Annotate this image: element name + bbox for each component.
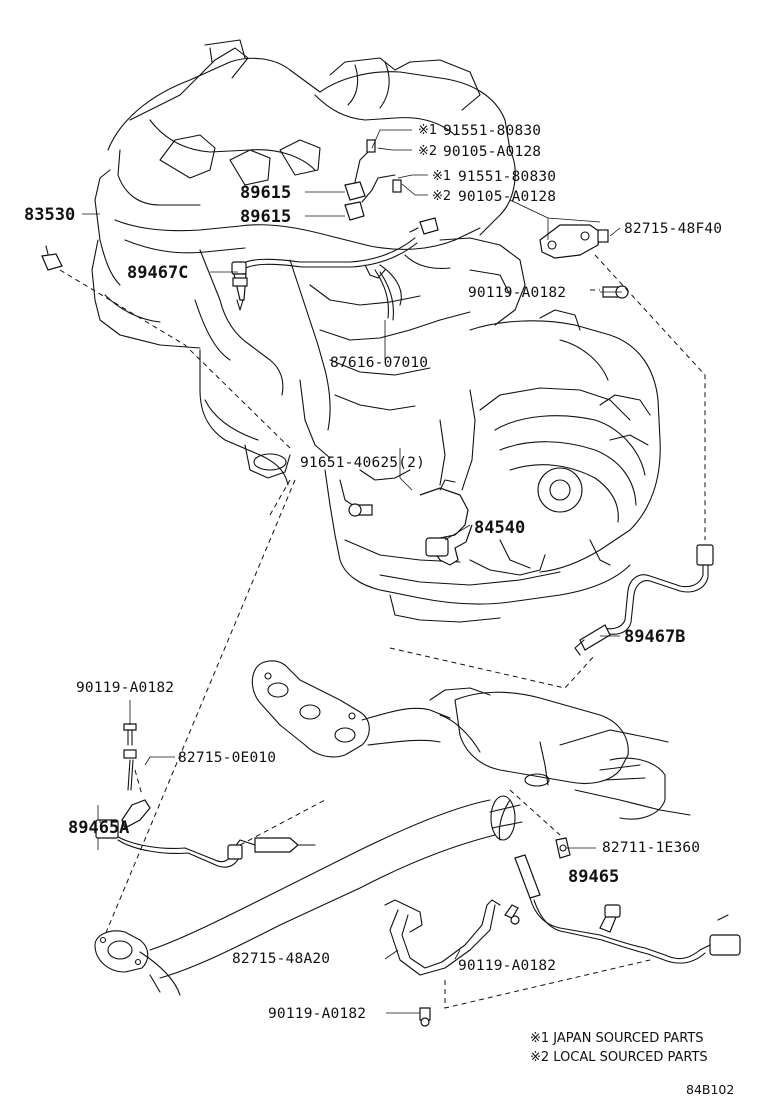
mark-1-b: ※1 <box>432 169 451 184</box>
label-91551-80830-a[interactable]: 91551-80830 <box>443 123 541 139</box>
bolt-90119-left[interactable] <box>123 723 137 746</box>
sensor-89615-parts[interactable] <box>344 139 439 235</box>
label-82715-0e010[interactable]: 82715-0E010 <box>178 750 276 766</box>
label-89615-b[interactable]: 89615 <box>240 207 291 227</box>
label-89467b[interactable]: 89467B <box>624 627 685 647</box>
sensor-89467b[interactable] <box>574 544 714 656</box>
label-82715-48a20[interactable]: 82715-48A20 <box>232 951 330 967</box>
label-82711-1e360[interactable]: 82711-1E360 <box>602 840 700 856</box>
sensor-89465a[interactable] <box>95 819 316 868</box>
switch-84540[interactable] <box>419 479 473 566</box>
bracket-82715-0e010[interactable] <box>121 749 151 829</box>
legend-japan-sourced: ※1 JAPAN SOURCED PARTS <box>530 1031 704 1046</box>
legend: ※1 JAPAN SOURCED PARTS ※2 LOCAL SOURCED … <box>530 1031 708 1065</box>
bracket-82715-48f40[interactable] <box>539 224 609 259</box>
label-89465[interactable]: 89465 <box>568 867 619 887</box>
label-89465a[interactable]: 89465A <box>68 818 129 838</box>
engine-illustration <box>91 39 661 623</box>
mark-2-b: ※2 <box>432 189 451 204</box>
label-90119-a0182-top[interactable]: 90119-A0182 <box>468 285 566 301</box>
sensor-89465[interactable] <box>514 854 741 964</box>
label-89615-a[interactable]: 89615 <box>240 183 291 203</box>
label-90105-a0128-a[interactable]: 90105-A0128 <box>443 144 541 160</box>
mark-2-a: ※2 <box>418 144 437 159</box>
bolt-91651[interactable] <box>348 503 373 517</box>
dashed-reference-lines <box>59 254 706 1009</box>
label-84540[interactable]: 84540 <box>474 518 525 538</box>
label-83530[interactable]: 83530 <box>24 205 75 225</box>
bolt-90119-mid[interactable] <box>504 904 520 925</box>
legend-local-sourced: ※2 LOCAL SOURCED PARTS <box>530 1050 708 1065</box>
label-87616-07010[interactable]: 87616-07010 <box>330 355 428 371</box>
sensor-89467c[interactable] <box>231 237 418 311</box>
label-90119-a0182-bot[interactable]: 90119-A0182 <box>268 1006 366 1022</box>
label-90119-a0182-left[interactable]: 90119-A0182 <box>76 680 174 696</box>
bolt-90119-bot[interactable] <box>419 1007 431 1027</box>
label-91551-80830-b[interactable]: 91551-80830 <box>458 169 556 185</box>
exhaust-illustration <box>94 660 691 996</box>
connector-87616[interactable] <box>374 269 394 321</box>
label-90105-a0128-b[interactable]: 90105-A0128 <box>458 189 556 205</box>
label-90119-a0182-mid[interactable]: 90119-A0182 <box>458 958 556 974</box>
clip-83530[interactable] <box>41 245 63 271</box>
mark-1-a: ※1 <box>418 123 437 138</box>
label-82715-48f40[interactable]: 82715-48F40 <box>624 221 722 237</box>
label-91651-40625[interactable]: 91651-40625(2) <box>300 455 425 471</box>
leader-lines <box>82 129 622 1014</box>
part-labels: ※1 91551-80830 ※2 90105-A0128 ※1 91551-8… <box>24 123 722 1022</box>
diagram-code: 84B102 <box>686 1082 734 1097</box>
label-89467c[interactable]: 89467C <box>127 263 188 283</box>
